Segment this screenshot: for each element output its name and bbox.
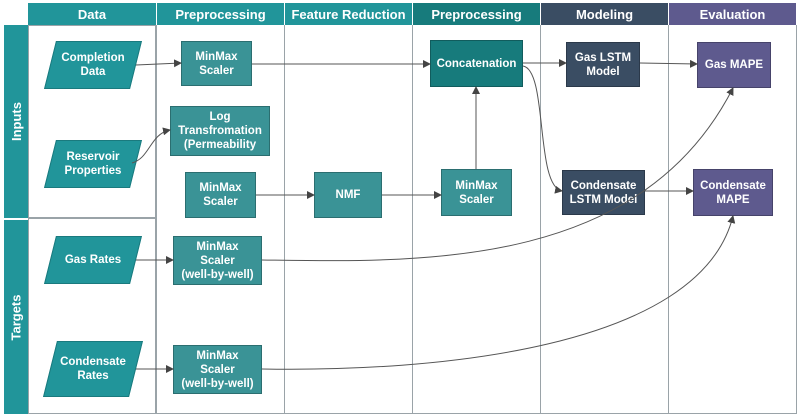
completion-data-input: Completion Data [44, 41, 142, 89]
minmax-scaler-condensate-box: MinMax Scaler (well-by-well) [173, 345, 262, 394]
log-transformation-box: Log Transfromation (Permeability [170, 106, 270, 156]
condensate-mape-box: Condensate MAPE [693, 169, 773, 216]
header-feature-reduction: Feature Reduction [285, 3, 412, 25]
condensate-lstm-model-box: Condensate LSTM Model [562, 170, 645, 215]
column-divider [540, 25, 541, 414]
gas-mape-box: Gas MAPE [697, 42, 771, 88]
arrow-gas-lstm-to-mape [639, 59, 698, 68]
inputs-frame [28, 25, 156, 218]
gas-rates-input: Gas Rates [44, 236, 142, 284]
column-divider [156, 25, 157, 414]
concatenation-box: Concatenation [430, 40, 523, 87]
bottom-border [156, 413, 796, 414]
header-preprocessing-1: Preprocessing [157, 3, 284, 25]
header-preprocessing-2: Preprocessing [413, 3, 540, 25]
condensate-rates-input: Condensate Rates [43, 341, 143, 397]
arrow-reservoir-to-log [131, 127, 171, 164]
targets-label: Targets [4, 220, 28, 414]
header-modeling: Modeling [541, 3, 668, 25]
arrow-completion-to-minmax [135, 59, 182, 68]
arrow-minmax-gas-to-gas-mape [261, 87, 734, 262]
minmax-scaler-gas-box: MinMax Scaler (well-by-well) [173, 236, 262, 285]
minmax-scaler-reservoir-box: MinMax Scaler [185, 172, 256, 218]
minmax-scaler-nmf-box: MinMax Scaler [441, 169, 512, 216]
column-divider [668, 25, 669, 414]
header-evaluation: Evaluation [669, 3, 796, 25]
column-divider [796, 25, 797, 414]
column-divider [284, 25, 285, 414]
arrow-concat-to-condensate-lstm [522, 65, 563, 194]
targets-frame [28, 218, 156, 414]
minmax-scaler-completion-box: MinMax Scaler [181, 41, 252, 86]
gas-lstm-model-box: Gas LSTM Model [566, 42, 640, 87]
header-data: Data [28, 3, 156, 25]
reservoir-properties-input: Reservoir Properties [44, 140, 142, 188]
inputs-label: Inputs [4, 25, 28, 218]
arrow-minmax-condensate-to-condensate-mape [261, 215, 736, 370]
column-divider [412, 25, 413, 414]
